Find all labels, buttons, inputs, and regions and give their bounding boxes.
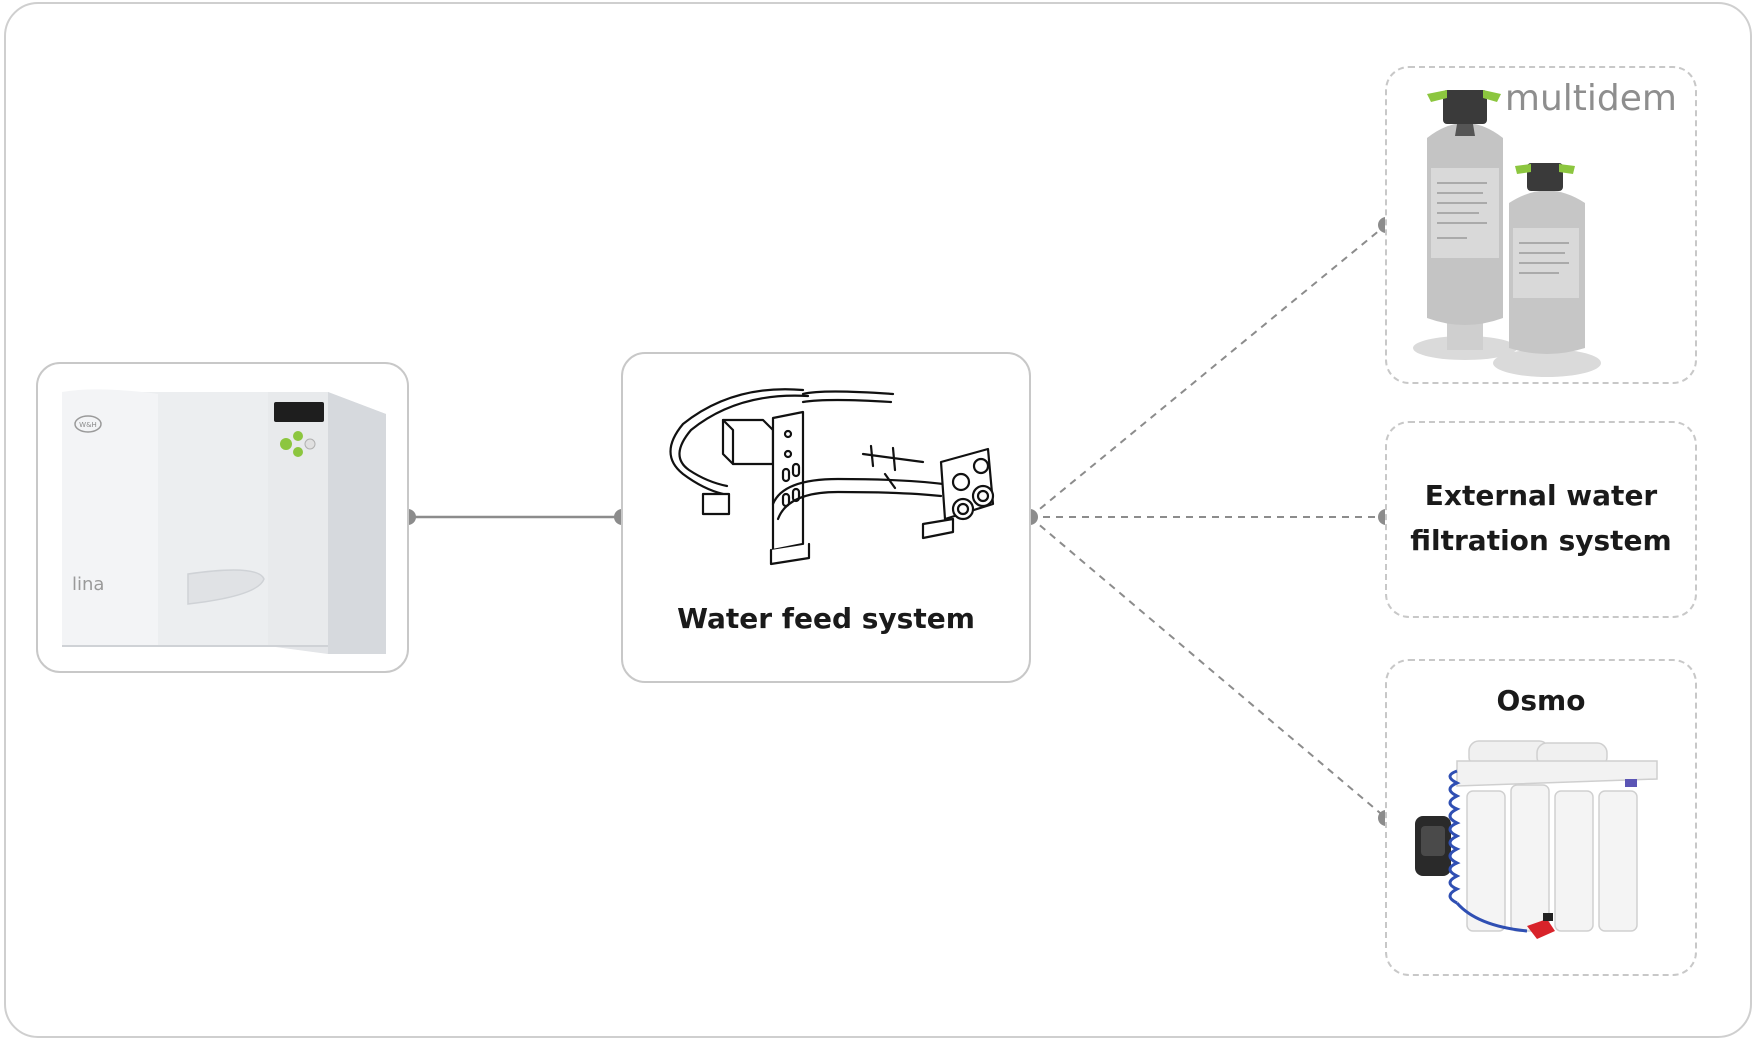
autoclave-node: W&H lina (36, 362, 409, 673)
osmo-node: Osmo (1385, 659, 1697, 976)
diagram-frame (4, 2, 1752, 1038)
autoclave-brand-text: lina (72, 574, 104, 595)
multidem-logo: multidem (1504, 78, 1677, 119)
multidem-node: multidem (1385, 66, 1697, 384)
water-feed-label: Water feed system (677, 602, 975, 635)
external-filtration-label: External water filtration system (1410, 479, 1672, 557)
autoclave-badge-text: W&H (79, 421, 97, 429)
autoclave-image: W&H lina (62, 389, 386, 654)
multidem-cartridges-image (1413, 90, 1601, 377)
water-feed-illustration (669, 388, 995, 566)
autoclave-display (274, 402, 324, 422)
osmo-system-image (1415, 740, 1658, 939)
water-feed-node: Water feed system (621, 352, 1031, 683)
osmo-label: Osmo (1496, 684, 1586, 717)
external-filtration-node: External water filtration system (1385, 421, 1697, 618)
